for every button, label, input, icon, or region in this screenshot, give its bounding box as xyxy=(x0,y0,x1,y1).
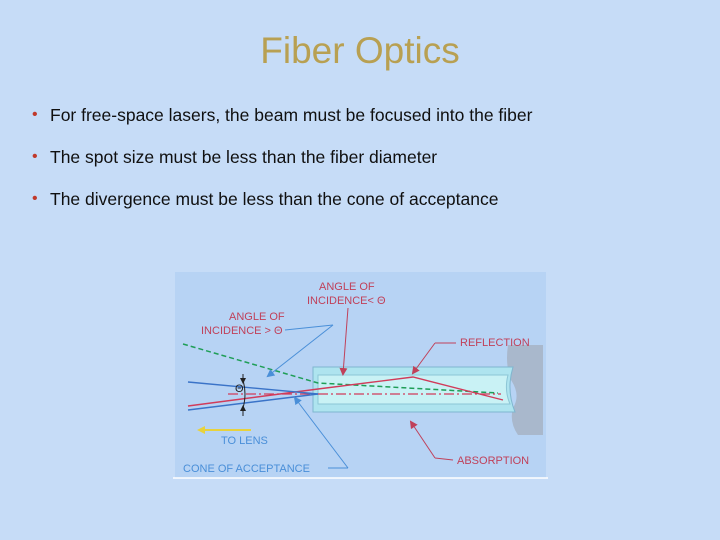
bullet-text: The spot size must be less than the fibe… xyxy=(50,147,438,167)
bullet-item: • The spot size must be less than the fi… xyxy=(32,146,532,188)
fiber-acceptance-diagram: Θ ANGLE OF INCIDENCE< Θ ANGLE OF INCIDEN… xyxy=(173,270,548,480)
green-ray xyxy=(182,343,499,394)
bullet-item: • For free-space lasers, the beam must b… xyxy=(32,104,532,146)
angle-less-label-line2: INCIDENCE< Θ xyxy=(307,295,386,307)
red-ray xyxy=(187,376,504,407)
bullet-list: • For free-space lasers, the beam must b… xyxy=(32,104,532,230)
fiber-end-cap xyxy=(507,345,543,435)
theta-label: Θ xyxy=(235,383,244,395)
to-lens-label: TO LENS xyxy=(221,435,268,447)
cone-label: CONE OF ACCEPTANCE xyxy=(183,463,310,475)
bullet-text: The divergence must be less than the con… xyxy=(50,189,499,209)
absorption-label: ABSORPTION xyxy=(457,455,529,467)
angle-greater-label-line1: ANGLE OF xyxy=(229,311,285,323)
absorption-pointer xyxy=(409,420,436,459)
blue-ray-upper xyxy=(187,381,319,395)
angle-greater-leader xyxy=(284,324,334,331)
diagram-svg: Θ ANGLE OF INCIDENCE< Θ ANGLE OF INCIDEN… xyxy=(173,272,548,479)
bullet-dot-icon: • xyxy=(32,190,38,207)
cone-pointer xyxy=(293,396,349,469)
fiber-core xyxy=(317,374,511,405)
slide-title: Fiber Optics xyxy=(260,30,460,71)
angle-greater-pointer xyxy=(266,324,334,378)
angle-greater-label-line2: INCIDENCE > Θ xyxy=(201,325,283,337)
absorption-leader xyxy=(434,457,454,461)
bullet-dot-icon: • xyxy=(32,148,38,165)
bullet-item: • The divergence must be less than the c… xyxy=(32,188,532,230)
reflection-pointer xyxy=(411,342,436,375)
angle-less-label-line1: ANGLE OF xyxy=(319,281,375,293)
angle-less-pointer xyxy=(339,307,349,376)
bullet-dot-icon: • xyxy=(32,106,38,123)
to-lens-arrowhead-icon xyxy=(197,426,205,434)
bullet-text: For free-space lasers, the beam must be … xyxy=(50,105,533,125)
reflection-label: REFLECTION xyxy=(460,337,530,349)
